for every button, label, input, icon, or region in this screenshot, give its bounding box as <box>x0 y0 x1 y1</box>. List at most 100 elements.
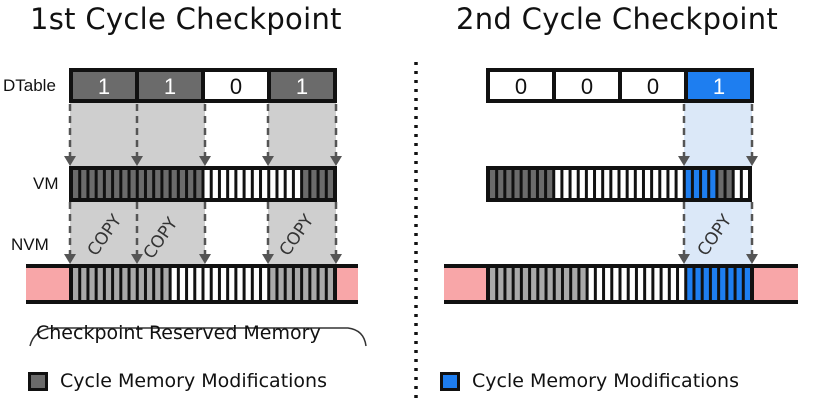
right-vm-row-cell <box>734 170 740 198</box>
left-dtable-value: 1 <box>164 74 176 99</box>
right-arrow-dtable-vm <box>678 104 690 166</box>
left-vm-row-cell <box>253 170 260 198</box>
left-nvm-row-cell <box>163 268 169 300</box>
left-arrow-vm-nvm <box>131 202 143 264</box>
left-nvm-row-cell <box>286 268 292 300</box>
left-arrow-vm-nvm <box>199 202 211 264</box>
left-arrow-dtable-vm-head <box>131 156 143 166</box>
right-vm-row-cell <box>555 170 561 198</box>
right-nvm-row-cell <box>563 268 570 300</box>
right-vm-row-cell <box>506 170 512 198</box>
right-dtable-cell <box>688 72 750 99</box>
left-vm-row-cell <box>212 170 218 198</box>
left-nvm-row-cell <box>97 268 103 300</box>
dtable-label: DTable <box>3 76 56 95</box>
right-nvm-row-cell <box>613 268 619 300</box>
right-vm-row-cell <box>677 170 683 198</box>
left-vm-row-cell <box>294 170 301 198</box>
right-nvm-row-cell <box>506 268 512 300</box>
left-nvm-row-cell <box>294 268 301 300</box>
left-vm-row-cell <box>196 170 202 198</box>
right-nvm-row-cell <box>687 268 693 300</box>
right-nvm-row-cell <box>736 268 742 300</box>
left-nvm-row-cell <box>146 268 153 300</box>
left-vm-row-cell <box>229 170 235 198</box>
right-arrow-dtable-vm <box>746 104 758 166</box>
left-vm-row-cell <box>179 170 186 198</box>
left-vm-row-cell <box>105 170 112 198</box>
left-reserved-pink-left <box>26 268 72 300</box>
left-vm-row-cell <box>146 170 153 198</box>
left-vm-row-cell <box>81 170 87 198</box>
right-dtable-value: 1 <box>713 74 725 99</box>
left-arrow-vm-nvm-head <box>262 254 274 264</box>
left-nvm-row-frame <box>69 264 337 304</box>
left-nvm-row-cell <box>278 268 284 300</box>
right-nvm-row-cell <box>695 268 701 300</box>
right-arrow-dtable-vm-head <box>746 156 758 166</box>
left-nvm-row-cell <box>245 268 251 300</box>
left-arrow-dtable-vm-head <box>330 156 342 166</box>
right-nvm-row-cell <box>547 268 553 300</box>
left-nvm-row-cell <box>220 268 227 300</box>
left-nvm-row-cell <box>155 268 161 300</box>
right-vm-row <box>486 166 752 202</box>
left-arrow-dtable-vm <box>131 104 143 166</box>
right-nvm-row-cell <box>498 268 504 300</box>
right-vm-row-cell <box>653 170 659 198</box>
left-nvm-row-cell <box>253 268 260 300</box>
right-dtable-cell <box>556 72 618 99</box>
left-nvm-row-cell <box>212 268 218 300</box>
right-vm-row-cell <box>563 170 569 198</box>
left-nvm-row-cell <box>204 268 210 300</box>
left-vm-row-cell <box>188 170 194 198</box>
left-nvm-row-cell <box>311 268 317 300</box>
left-vm-row-cell <box>303 170 309 198</box>
right-legend-text: Cycle Memory Modifications <box>472 370 739 392</box>
left-arrow-dtable-vm-head <box>199 156 211 166</box>
left-nvm-row-cell <box>196 268 202 300</box>
left-vm-row-cell <box>327 170 333 198</box>
left-nvm-row-cell <box>89 268 95 300</box>
left-vm-row-cell <box>237 170 243 198</box>
right-nvm-row-cell <box>514 268 520 300</box>
left-legend-text: Cycle Memory Modifications <box>60 370 327 392</box>
right-vm-row-cell <box>604 170 610 198</box>
left-arrow-vm-nvm <box>262 202 274 264</box>
left-vm-row-cell <box>89 170 95 198</box>
left-arrow-dtable-vm <box>330 104 342 166</box>
right-panel-title: 2nd Cycle Checkpoint <box>456 2 779 36</box>
left-nvm-row-cell <box>179 268 186 300</box>
left-nvm-row-cell <box>188 268 194 300</box>
right-vm-row-cell <box>644 170 651 198</box>
left-vm-row-cell <box>204 170 210 198</box>
right-vm-row-cell <box>702 170 708 198</box>
vm-label: VM <box>33 174 59 193</box>
left-arrow-dtable-vm <box>64 104 76 166</box>
left-dtable-cell <box>73 72 135 99</box>
right-nvm-row-cell <box>670 268 677 300</box>
left-nvm-row-cell <box>319 268 325 300</box>
right-nvm-row-cell <box>531 268 537 300</box>
right-vm-row-frame <box>486 166 752 202</box>
left-vm-row-cell <box>319 170 325 198</box>
left-reserved-pink-right <box>336 268 358 300</box>
left-vm-row-cell <box>155 170 161 198</box>
left-dtable-cell <box>271 72 333 99</box>
right-vm-row-cell <box>636 170 642 198</box>
left-dtable-cell <box>139 72 201 99</box>
right-arrow-vm-nvm-head <box>746 254 758 264</box>
right-nvm-row-cell <box>637 268 644 300</box>
left-arrow-vm-nvm-head <box>64 254 76 264</box>
left-dtable-cell <box>205 72 267 99</box>
right-nvm-row-cell <box>605 268 611 300</box>
right-dtable-value: 0 <box>515 74 527 99</box>
left-arrow-dtable-vm <box>199 104 211 166</box>
gray-square-icon <box>28 371 48 391</box>
left-nvm-row-cell <box>262 268 268 300</box>
left-nvm-row-cell <box>270 268 276 300</box>
left-vm-row-cell <box>163 170 169 198</box>
right-nvm-row-cell <box>490 268 496 300</box>
